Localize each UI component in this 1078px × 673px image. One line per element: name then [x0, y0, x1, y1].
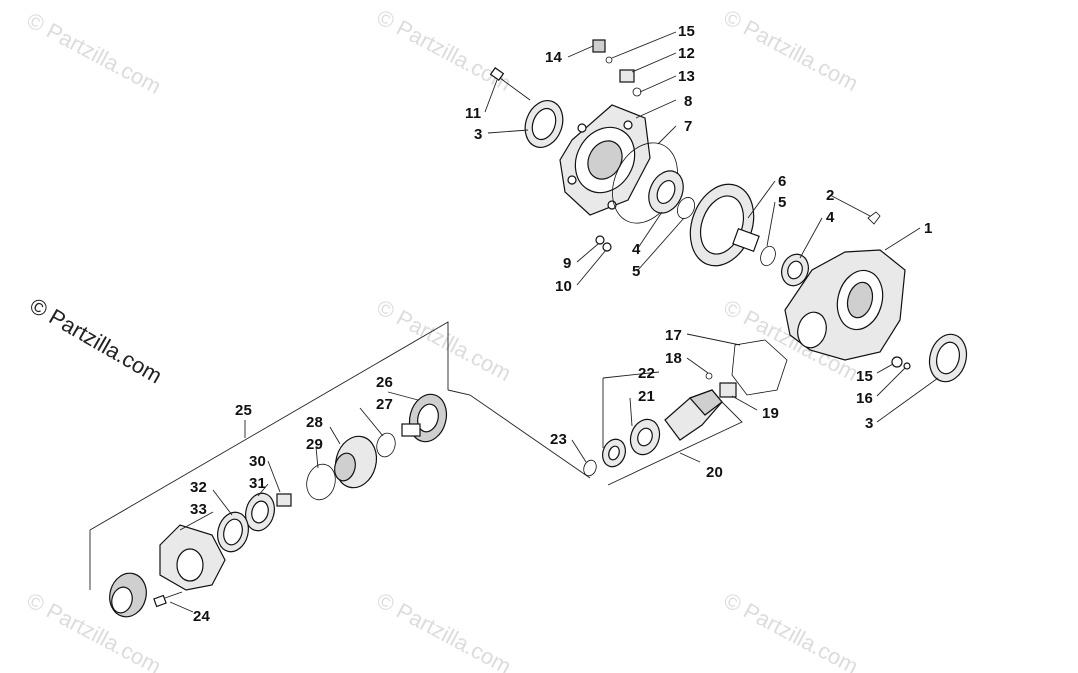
callout-15: 15 [678, 23, 695, 40]
callout-4: 4 [826, 209, 835, 226]
callout-26: 26 [376, 374, 393, 391]
watermark: © Partzilla.com [23, 7, 166, 99]
leader-lines [89, 31, 939, 613]
watermark: © Partzilla.com [720, 587, 863, 673]
part-cover-plate [559, 104, 651, 216]
callout-32: 32 [190, 479, 207, 496]
callout-3: 3 [474, 126, 483, 143]
part-bolt-24 [153, 591, 183, 608]
watermark: © Partzilla.com [373, 4, 516, 96]
callout-6: 6 [778, 173, 787, 190]
part-coupler-26 [401, 393, 448, 443]
callout-15: 15 [856, 368, 873, 385]
callout-31: 31 [249, 475, 266, 492]
callout-25: 25 [235, 402, 252, 419]
callout-16: 16 [856, 390, 873, 407]
part-washer-15-lower [891, 356, 903, 368]
part-snap-ring-27 [376, 432, 396, 458]
part-clutch-28 [334, 435, 378, 489]
watermarks: © Partzilla.com © Partzilla.com © Partzi… [23, 4, 863, 673]
callout-13: 13 [678, 68, 695, 85]
callout-7: 7 [684, 118, 693, 135]
part-plug-14 [592, 39, 606, 53]
part-shim-5-right [760, 245, 776, 267]
callout-4: 4 [632, 241, 641, 258]
part-bearing-21 [629, 418, 661, 456]
callout-18: 18 [665, 350, 682, 367]
callout-27: 27 [376, 396, 393, 413]
callout-19: 19 [762, 405, 779, 422]
callout-30: 30 [249, 453, 266, 470]
callout-17: 17 [665, 327, 682, 344]
part-collar-19 [719, 382, 737, 398]
callout-3: 3 [865, 415, 874, 432]
part-plug-16 [903, 362, 911, 370]
part-ring-gear-6 [689, 183, 760, 267]
part-bearing-22 [602, 438, 626, 468]
part-pinion-gear [664, 389, 723, 441]
callout-22: 22 [638, 365, 655, 382]
part-washer-15-upper [605, 56, 613, 64]
part-gasket-17 [731, 339, 788, 396]
callout-5: 5 [778, 194, 787, 211]
watermark: © Partzilla.com [720, 4, 863, 96]
part-coupler-lower [109, 572, 147, 618]
watermark: © Partzilla.com [373, 294, 516, 386]
part-ring-18 [705, 372, 713, 380]
callout-8: 8 [684, 93, 693, 110]
copyright-label: © Partzilla.com [26, 293, 167, 389]
callout-labels: 1 2 3 3 4 4 5 5 6 7 8 9 10 11 12 13 14 1… [190, 23, 933, 625]
part-seal-31 [245, 492, 275, 532]
part-bolt-11 [489, 67, 531, 101]
part-bearing-4-right [781, 253, 809, 287]
part-housing-33 [159, 524, 226, 591]
callout-20: 20 [706, 464, 723, 481]
part-seal-3-bottom [928, 333, 968, 383]
part-snap-ring-29 [306, 463, 336, 501]
part-seal-32 [217, 511, 249, 553]
watermark: © Partzilla.com [373, 587, 516, 673]
callout-10: 10 [555, 278, 572, 295]
part-oring-13 [632, 87, 642, 97]
callout-28: 28 [306, 414, 323, 431]
callout-11: 11 [465, 105, 481, 122]
part-plug-10 [602, 242, 612, 252]
part-housing-1 [784, 249, 906, 361]
callout-21: 21 [638, 388, 655, 405]
callout-33: 33 [190, 501, 207, 518]
part-spacer-30 [276, 493, 292, 507]
callout-14: 14 [545, 49, 563, 66]
callout-9: 9 [563, 255, 572, 272]
part-snap-ring-23 [583, 459, 597, 477]
callout-23: 23 [550, 431, 567, 448]
part-washer-9 [595, 235, 605, 245]
callout-5: 5 [632, 263, 641, 280]
callout-12: 12 [678, 45, 695, 62]
part-bearing-4-upper [648, 170, 684, 214]
part-seal-3-top [524, 100, 564, 148]
part-plug-12 [619, 69, 635, 83]
part-breather-2 [867, 211, 881, 225]
callout-24: 24 [193, 608, 211, 625]
callout-29: 29 [306, 436, 323, 453]
callout-2: 2 [826, 187, 835, 204]
part-shim-5-upper [676, 197, 696, 219]
callout-1: 1 [924, 220, 933, 237]
